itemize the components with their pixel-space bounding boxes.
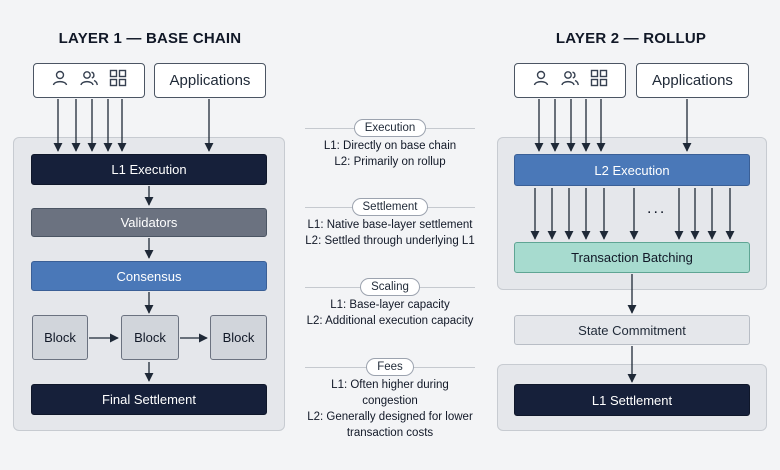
comparison-header: Fees (305, 357, 475, 377)
layer2-arrows (530, 99, 735, 383)
comparison-line: L2: Settled through underlying L1 (305, 235, 475, 247)
transaction-batching-box: Transaction Batching (514, 242, 750, 273)
comparison-line: transaction costs (346, 427, 434, 439)
comparison-settlement: Settlement L1: Native base-layer settlem… (305, 197, 475, 249)
comparison-header: Scaling (305, 277, 475, 297)
comparison-label: Settlement (351, 198, 429, 216)
user-icon (51, 69, 69, 92)
state-commitment-box: State Commitment (514, 315, 750, 345)
comparison-line: L2: Generally designed for lower (307, 411, 473, 423)
layer2-title: LAYER 2 — ROLLUP (555, 30, 707, 47)
l2-execution-box: L2 Execution (514, 154, 750, 186)
comparison-fees: Fees L1: Often higher during congestion … (305, 357, 475, 441)
final-settlement-box: Final Settlement (31, 384, 267, 415)
layer1-applications-box: Applications (154, 63, 266, 98)
comparison-line: L1: Directly on base chain (323, 140, 457, 152)
block-2: Block (121, 315, 179, 360)
users-icon (560, 69, 580, 92)
layer1-users-box (33, 63, 145, 98)
layer2-applications-box: Applications (636, 63, 749, 98)
comparison-header: Execution (305, 118, 475, 138)
validators-box: Validators (31, 208, 267, 237)
comparison-label: Fees (366, 358, 414, 376)
comparison-scaling: Scaling L1: Base-layer capacity L2: Addi… (305, 277, 475, 329)
comparison-line: L1: Base-layer capacity (330, 299, 450, 311)
block-3: Block (210, 315, 267, 360)
comparison-line: L2: Additional execution capacity (306, 315, 474, 327)
grid-icon (590, 69, 608, 92)
users-icon (79, 69, 99, 92)
comparison-execution: Execution L1: Directly on base chain L2:… (305, 118, 475, 170)
consensus-box: Consensus (31, 261, 267, 291)
comparison-label: Execution (353, 119, 427, 137)
ellipsis-indicator: ... (647, 200, 667, 217)
layer2-users-box (514, 63, 626, 98)
l1-execution-box: L1 Execution (31, 154, 267, 185)
comparison-line: L2: Primarily on rollup (334, 156, 446, 168)
comparison-line: L1: Often higher during congestion (331, 379, 449, 407)
l1-settlement-box: L1 Settlement (514, 384, 750, 416)
comparison-line: L1: Native base-layer settlement (307, 219, 473, 231)
comparison-label: Scaling (360, 278, 420, 296)
comparison-header: Settlement (305, 197, 475, 217)
block-1: Block (32, 315, 88, 360)
layer1-arrows (53, 99, 214, 382)
layer1-title: LAYER 1 — BASE CHAIN (58, 30, 242, 47)
user-icon (532, 69, 550, 92)
grid-icon (109, 69, 127, 92)
